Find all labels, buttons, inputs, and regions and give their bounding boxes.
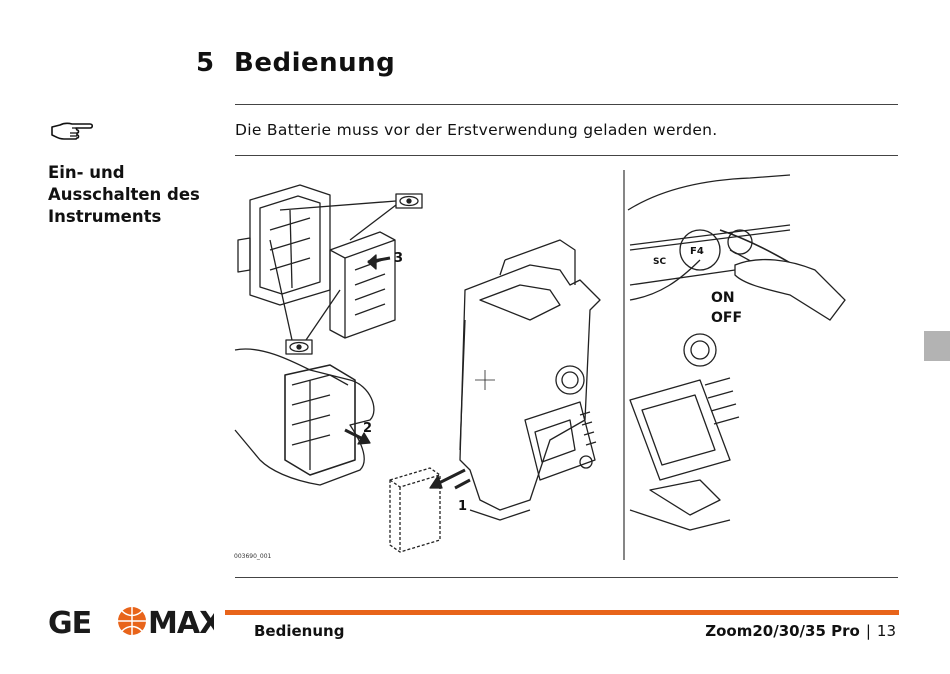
bottom-divider <box>235 577 898 578</box>
callout-3: 3 <box>394 251 403 266</box>
footer-section: Bedienung <box>254 622 345 640</box>
footer-separator: | <box>865 622 871 640</box>
chapter-number: 5 <box>196 48 215 78</box>
top-divider <box>235 104 898 105</box>
finger-drawing <box>734 258 846 321</box>
side-heading-line-1: Ein- und <box>48 163 125 182</box>
geomax-logo: GE MAX <box>48 606 214 638</box>
eye-callout-top <box>279 193 423 241</box>
side-heading-line-3: Instruments <box>48 207 162 226</box>
chapter-title: Bedienung <box>234 48 396 78</box>
callout-off: OFF <box>711 310 742 326</box>
callout-on: ON <box>711 290 735 306</box>
power-button-zoom <box>679 229 721 271</box>
key-esc-label: SC <box>653 257 666 267</box>
page-number: 13 <box>876 622 896 640</box>
chapter-tab-marker <box>924 331 950 361</box>
total-station-drawing <box>459 239 601 521</box>
battery-pack-drawing <box>329 231 396 339</box>
svg-text:GE: GE <box>48 606 91 638</box>
zoom-panel-drawing <box>627 174 841 531</box>
callout-2: 2 <box>363 421 372 436</box>
footer-accent-bar <box>225 610 899 615</box>
footer-page-info: Zoom20/30/35 Pro | 13 <box>705 622 896 640</box>
battery-compartment-drawing <box>237 184 331 306</box>
key-f4-label: F4 <box>690 246 704 257</box>
callout-1: 1 <box>458 499 467 514</box>
battery-insert-hands-drawing <box>234 348 375 486</box>
instrument-illustration: 3 2 1 ON OFF F4 SC <box>234 170 846 560</box>
side-heading: Ein- und Ausschalten des Instruments <box>48 162 223 228</box>
side-heading-line-2: Ausschalten des <box>48 185 200 204</box>
note-text: Die Batterie muss vor der Erstverwendung… <box>235 121 718 139</box>
eye-callout-bottom <box>269 239 341 355</box>
chapter-heading: 5 Bedienung <box>196 48 395 78</box>
footer-product: Zoom20/30/35 Pro <box>705 622 860 640</box>
battery-dashed-drawing <box>389 467 441 553</box>
figure-id: 003690_001 <box>234 553 272 560</box>
pointing-hand-icon <box>51 122 94 140</box>
note-divider <box>235 155 898 156</box>
svg-text:MAX: MAX <box>148 606 214 638</box>
